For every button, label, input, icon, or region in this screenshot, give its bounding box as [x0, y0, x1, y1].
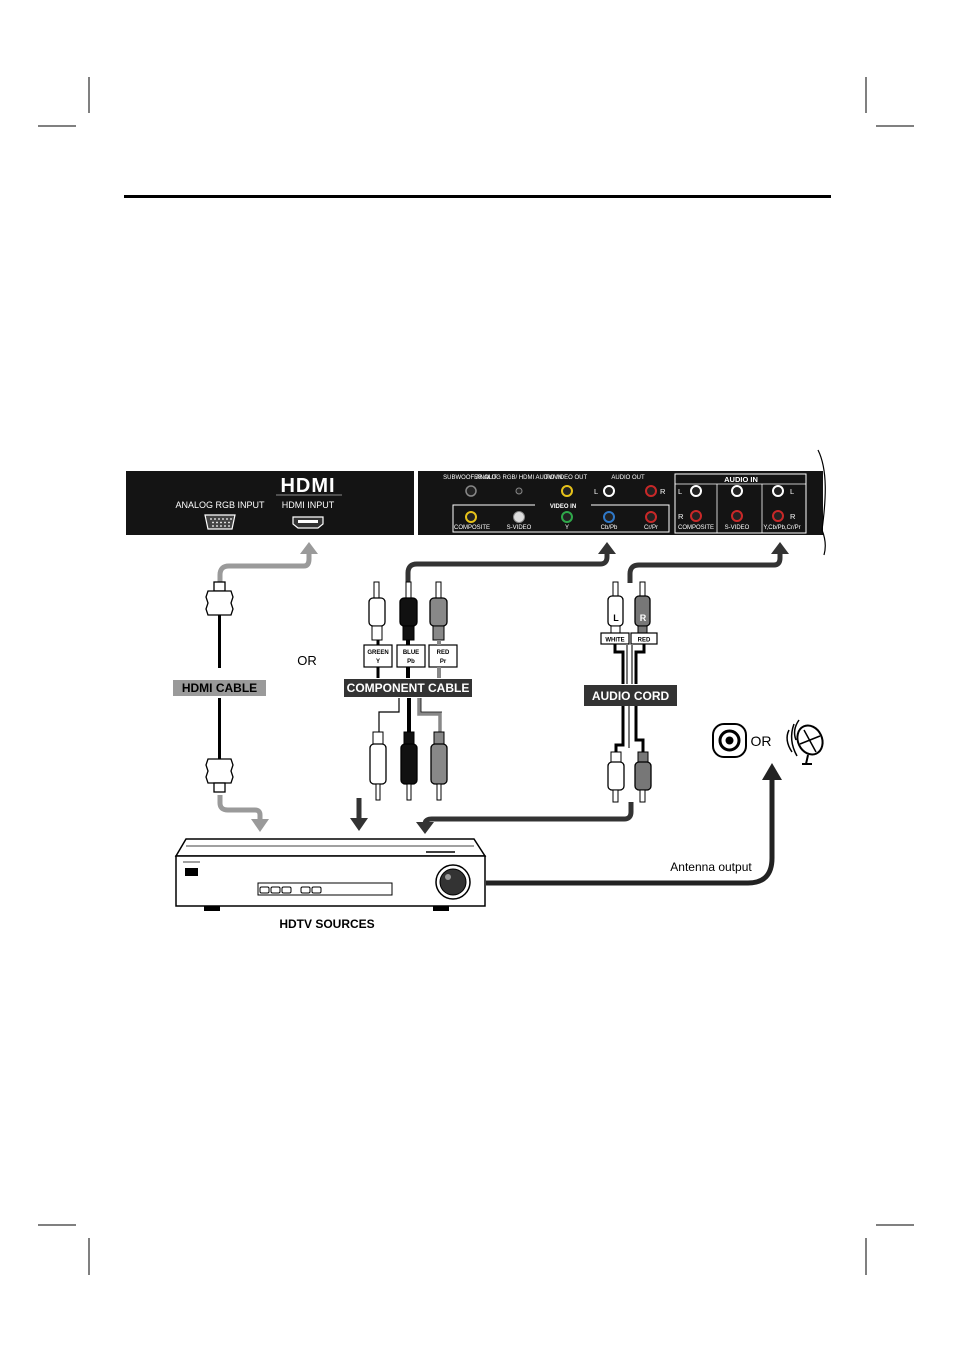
audio-tag-right-channel: R	[640, 613, 647, 623]
analog-rgb-input-label: ANALOG RGB INPUT	[175, 500, 265, 510]
video-in-label: VIDEO IN	[550, 504, 576, 510]
composite-video-port-icon	[465, 511, 477, 523]
audio-plug-white-bottom	[607, 751, 625, 803]
audio-in-right-label: R	[678, 512, 684, 521]
component-tag-red-signal: Pr	[440, 659, 447, 665]
coax-connector-icon	[712, 723, 747, 758]
audio-in-composite-left-port-icon	[690, 485, 702, 497]
audio-in-svideo-right-port-icon	[731, 510, 743, 522]
audio-in-label: AUDIO IN	[724, 475, 758, 484]
vga-port-icon	[204, 514, 236, 530]
hdtv-sources-label: HDTV SOURCES	[279, 917, 374, 931]
hdmi-arrow-up	[217, 542, 318, 583]
component-tag-red: RED Pr	[428, 644, 458, 668]
audio-in-component-left-port-icon	[772, 485, 784, 497]
header-rule	[124, 195, 831, 198]
audio-in-port-component-label: Y,Cb/Pb,Cr/Pr	[763, 525, 800, 531]
component-cable-label: COMPONENT CABLE	[347, 681, 470, 695]
video-in-port-s-video-label: S-VIDEO	[507, 525, 532, 531]
video-in-port-pr-label: Cr/Pr	[644, 525, 658, 531]
hdmi-cable: HDMI CABLE	[173, 581, 269, 832]
s-video-port-icon	[513, 511, 525, 523]
audio-tag-white: WHITE	[605, 638, 624, 644]
hdmi-port-icon	[292, 516, 324, 529]
subwoofer-port-icon	[465, 485, 477, 497]
component-cable: GREEN Y BLUE Pb RED Pr COMPONENT CABLE	[344, 581, 472, 831]
or-label-2: OR	[751, 733, 772, 749]
component-tag-blue: BLUE Pb	[396, 644, 426, 668]
component-tag-green: GREEN Y	[363, 644, 393, 668]
audio-tag-red: RED	[638, 638, 651, 644]
component-plug-red	[429, 581, 448, 641]
component-bottom-plug-blue	[400, 731, 418, 801]
volume-knob-icon	[435, 864, 471, 900]
satellite-dish-icon	[786, 719, 824, 765]
component-tag-blue-signal: Pb	[407, 659, 415, 665]
audio-cord-label: AUDIO CORD	[592, 689, 670, 703]
analog-rgb-audio-in-label: ANALOG RGB/ HDMI AUDIO IN	[476, 475, 562, 481]
audio-out-label: AUDIO OUT	[611, 475, 645, 481]
component-bottom-plug-green	[369, 731, 387, 801]
or-label: OR	[297, 653, 317, 668]
video-in-port-pb-label: Cb/Pb	[601, 525, 618, 531]
subwoofer-out-label: SUBWOOFER OUT	[443, 475, 497, 481]
audio-plug-white-top	[607, 581, 624, 634]
component-tag-green-color: GREEN	[367, 650, 388, 656]
video-in-port-y-label: Y	[565, 525, 569, 531]
audio-arrow-up	[627, 542, 789, 583]
component-plug-green	[368, 581, 386, 641]
y-port-icon	[561, 511, 573, 523]
component-arrow-up	[405, 542, 616, 583]
audio-out-left-label: L	[594, 487, 598, 496]
audio-in-port-composite-label: COMPOSITE	[678, 525, 714, 531]
audio-out-left-port-icon	[603, 485, 615, 497]
hdtv-source-device: HDTV SOURCES	[174, 838, 487, 931]
audio-plug-red-top	[634, 581, 651, 634]
pb-port-icon	[603, 511, 615, 523]
hdmi-cable-label: HDMI CABLE	[182, 681, 257, 695]
crop-marks	[38, 77, 914, 1275]
disc-tray	[257, 882, 393, 896]
audio-in-left-label-2: L	[790, 487, 794, 496]
hdmi-input-label: HDMI INPUT	[282, 500, 335, 510]
component-bottom-plug-red	[430, 731, 448, 801]
audio-in-right-label-2: R	[790, 512, 796, 521]
front-buttons	[259, 886, 322, 894]
audio-in-svideo-left-port-icon	[731, 485, 743, 497]
audio-out-right-label: R	[660, 487, 666, 496]
antenna-inputs: OR Antenna output	[486, 719, 824, 886]
audio-in-port-s-video-label: S-VIDEO	[725, 525, 750, 531]
antenna-output-label: Antenna output	[670, 860, 752, 874]
video-in-port-composite-label: COMPOSITE	[454, 525, 490, 531]
tv-video-out-label: TV/VIDEO OUT	[545, 475, 588, 481]
audio-cord: L R WHITE RED AUDIO CORD	[416, 581, 677, 834]
power-indicator-icon	[185, 868, 198, 876]
component-tag-red-color: RED	[437, 650, 450, 656]
pr-port-icon	[645, 511, 657, 523]
audio-out-right-port-icon	[645, 485, 657, 497]
component-tag-blue-color: BLUE	[403, 650, 419, 656]
audio-in-jack-icon	[515, 487, 523, 495]
audio-tag-left-channel: L	[613, 613, 619, 623]
tv-panel-right: SUBWOOFER OUT ANALOG RGB/ HDMI AUDIO IN …	[418, 449, 826, 556]
audio-in-component-right-port-icon	[772, 510, 784, 522]
tv-panel-left: HDMI ANALOG RGB INPUT HDMI INPUT	[126, 471, 414, 535]
component-plug-blue	[399, 581, 418, 641]
audio-in-left-label: L	[678, 487, 682, 496]
audio-plug-red-bottom	[634, 751, 652, 803]
component-tag-green-signal: Y	[376, 659, 380, 665]
tv-video-out-port-icon	[561, 485, 573, 497]
hdmi-logo: HDMI	[280, 475, 335, 497]
audio-in-composite-right-port-icon	[690, 510, 702, 522]
